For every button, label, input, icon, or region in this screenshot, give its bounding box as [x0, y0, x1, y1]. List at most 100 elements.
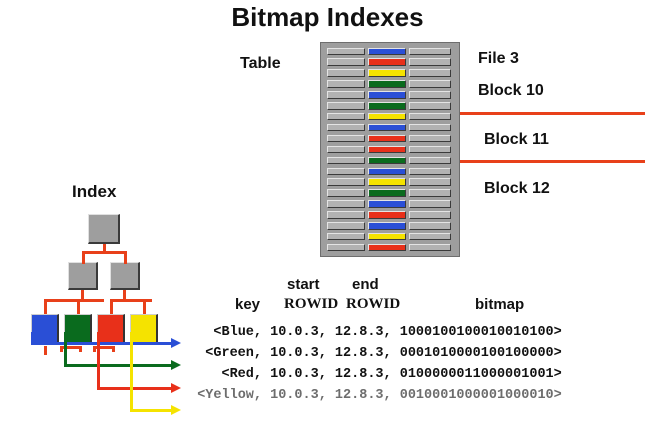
table-cell-color-green — [368, 80, 406, 88]
table-row — [327, 145, 453, 154]
table-cell-left — [327, 222, 365, 230]
connector-leaf-red-bar — [93, 346, 115, 349]
entry-end-rowid: 12.8.3, — [326, 367, 392, 382]
block-divider-lower — [455, 160, 645, 163]
table-row — [327, 134, 453, 143]
entry-bitmap: 0001010000100100000> — [391, 346, 562, 361]
table-row — [327, 123, 453, 132]
entry-key: <Green, — [205, 346, 262, 361]
entry-end-rowid: 12.8.3, — [326, 346, 392, 361]
index-root-node — [88, 214, 120, 244]
connector-leaf-yellow-stem — [112, 346, 115, 352]
entry-key: <Blue, — [213, 325, 262, 340]
table-cell-color-yellow — [368, 69, 406, 77]
index-branch-node-right — [110, 262, 140, 290]
table-cell-color-green — [368, 102, 406, 110]
table-cell-color-blue — [368, 47, 406, 56]
connector-left-stem — [81, 290, 84, 300]
connector-leaf-blue — [44, 299, 47, 315]
table-cell-color-green — [368, 156, 406, 165]
table-row — [327, 200, 453, 209]
table-cell-right — [409, 156, 451, 165]
table-cell-left — [327, 145, 365, 154]
table-cell-right — [409, 91, 451, 99]
table-cell-right — [409, 200, 451, 208]
table-cell-right — [409, 222, 451, 230]
bitmap-entry-row: <Blue, 10.0.3, 12.8.3, 10001001000100101… — [180, 322, 650, 343]
table-cell-left — [327, 102, 365, 110]
entry-bitmap: 0010001000001000010> — [391, 388, 562, 403]
table-cell-left — [327, 91, 365, 99]
column-headers: start end key ROWID ROWID bitmap — [180, 276, 600, 320]
table-row — [327, 47, 453, 56]
table-cell-left — [327, 47, 365, 56]
table-cell-color-red — [368, 145, 406, 154]
entry-start-rowid: 10.0.3, — [262, 325, 327, 340]
table-cell-color-blue — [368, 200, 406, 208]
table-cell-color-green — [368, 189, 406, 197]
table-cell-right — [409, 167, 451, 176]
entry-start-rowid: 10.0.3, — [262, 346, 327, 361]
table-row — [327, 178, 453, 187]
entry-key: <Red, — [221, 367, 262, 382]
table-cell-left — [327, 156, 365, 165]
table-cell-color-blue — [368, 123, 406, 132]
index-tree — [18, 200, 198, 360]
arrow-blue-head — [171, 338, 181, 348]
entry-end-rowid: 12.8.3, — [326, 388, 392, 403]
table-cell-right — [409, 232, 451, 241]
table-cell-left — [327, 178, 365, 186]
arrow-red-vert — [97, 332, 100, 390]
table-cell-left — [327, 211, 365, 219]
table-cell-left — [327, 167, 365, 176]
table-cell-color-red — [368, 134, 406, 143]
table-cell-right — [409, 243, 451, 252]
header-end-rowid: ROWID — [346, 296, 401, 312]
entry-bitmap: 0100000011000001001> — [391, 367, 562, 382]
arrow-green-head — [171, 360, 181, 370]
table-cell-left — [327, 200, 365, 208]
table-cell-right — [409, 178, 451, 186]
bitmap-entry-row: <Green, 10.0.3, 12.8.3, 0001010000100100… — [180, 343, 650, 364]
table-cell-right — [409, 80, 451, 88]
table-cell-right — [409, 47, 451, 56]
bitmap-entry-row: <Red, 10.0.3, 12.8.3, 010000001100000100… — [180, 364, 650, 385]
table-row — [327, 232, 453, 241]
arrow-green-vert — [64, 332, 67, 367]
table-cell-right — [409, 123, 451, 132]
connector-branch-left-stem — [82, 251, 85, 264]
arrow-yellow-head — [171, 405, 181, 415]
header-bitmap: bitmap — [475, 296, 525, 313]
connector-leaf-red-bottom — [93, 346, 96, 352]
table-cell-color-yellow — [368, 112, 406, 121]
table-cell-right — [409, 58, 451, 66]
table-row — [327, 80, 453, 89]
table-cell-color-blue — [368, 91, 406, 99]
table-cell-color-yellow — [368, 178, 406, 186]
table-cell-left — [327, 232, 365, 241]
table-graphic — [320, 42, 460, 257]
entry-key: <Yellow, — [197, 388, 262, 403]
table-cell-right — [409, 69, 451, 77]
connector-branch-right-stem — [124, 251, 127, 264]
entry-end-rowid: 12.8.3, — [326, 325, 392, 340]
table-cell-right — [409, 112, 451, 121]
connector-left-bar — [44, 299, 104, 302]
table-cell-left — [327, 123, 365, 132]
table-cell-left — [327, 134, 365, 143]
table-row — [327, 167, 453, 176]
index-leaf-green — [64, 314, 92, 344]
connector-leaf-blue-bottom — [44, 346, 47, 355]
table-cell-right — [409, 211, 451, 219]
block-divider-upper — [455, 112, 645, 115]
table-cell-color-yellow — [368, 232, 406, 241]
table-row — [327, 211, 453, 220]
table-row — [327, 91, 453, 100]
connector-right-stem — [123, 290, 126, 300]
table-cell-right — [409, 102, 451, 110]
table-row — [327, 222, 453, 231]
index-label: Index — [72, 182, 117, 201]
table-cell-right — [409, 189, 451, 197]
arrow-blue-vert — [31, 332, 34, 345]
